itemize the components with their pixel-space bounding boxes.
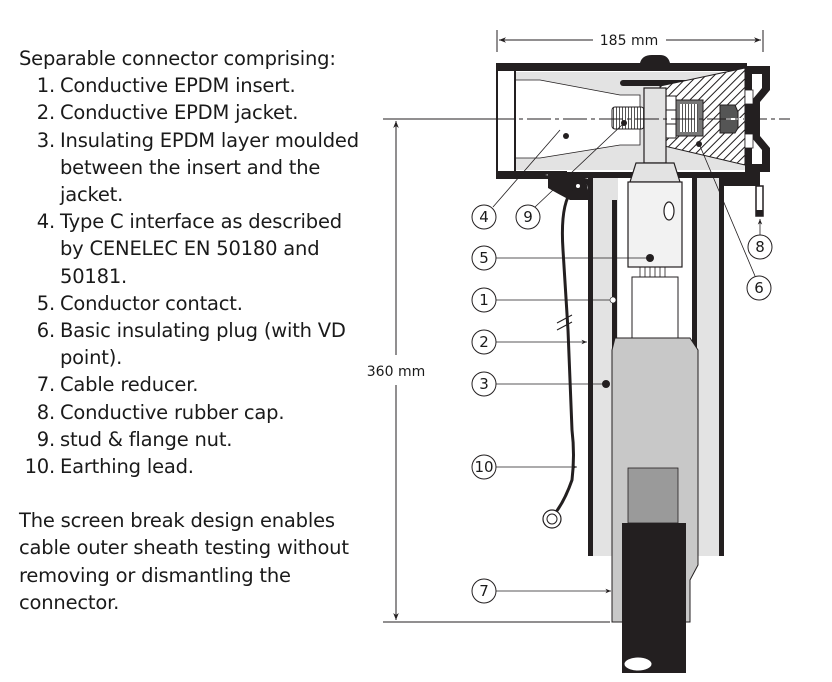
- item-text: Insulating EPDM layer moulded between th…: [60, 128, 359, 207]
- description-panel: Separable connector comprising: 1.Conduc…: [19, 45, 359, 616]
- item-number: 7.: [36, 373, 55, 397]
- callout-5: 5: [471, 245, 650, 271]
- intro-text: Separable connector comprising:: [19, 47, 336, 70]
- callout-4: 4: [471, 129, 569, 230]
- stud: [611, 106, 645, 130]
- list-item: 1.Conductive EPDM insert.: [19, 72, 359, 99]
- callout-6: 6: [696, 141, 772, 301]
- callout-3: 3: [471, 371, 610, 397]
- callout-7: 7: [471, 578, 611, 604]
- list-item: 6.Basic insulating plug (with VD point).: [19, 317, 359, 371]
- item-number: 8.: [36, 400, 55, 424]
- callout-label-8: 8: [755, 238, 765, 256]
- list-item: 3.Insulating EPDM layer moulded between …: [19, 127, 359, 209]
- width-dimension-label: 185 mm: [600, 33, 658, 49]
- earthing-lead: [542, 189, 575, 529]
- item-number: 5.: [36, 291, 55, 315]
- item-text: Conductive EPDM insert.: [60, 74, 296, 98]
- vertical-body: [545, 172, 724, 556]
- callout-9: 9: [515, 123, 624, 230]
- callout-label-2: 2: [479, 333, 489, 351]
- list-item: 2.Conductive EPDM jacket.: [19, 99, 359, 126]
- callout-label-7: 7: [479, 582, 489, 600]
- item-text: stud & flange nut.: [60, 427, 233, 451]
- item-number: 1.: [36, 74, 55, 98]
- width-dimension: 185 mm: [496, 30, 764, 52]
- item-text: Conductive rubber cap.: [60, 400, 285, 424]
- item-number: 2.: [36, 101, 55, 125]
- callout-label-3: 3: [479, 375, 489, 393]
- item-number: 6.: [36, 319, 55, 343]
- item-text: Earthing lead.: [60, 455, 194, 479]
- callout-label-10: 10: [474, 458, 493, 476]
- item-number: 10.: [24, 455, 56, 479]
- callout-10: 10: [471, 454, 577, 480]
- list-item: 9.stud & flange nut.: [19, 426, 359, 453]
- callout-label-6: 6: [754, 279, 764, 297]
- callout-8: 8: [747, 219, 773, 260]
- list-item: 5.Conductor contact.: [19, 290, 359, 317]
- callout-label-4: 4: [479, 208, 489, 226]
- callout-2: 2: [471, 329, 587, 355]
- callout-label-1: 1: [479, 291, 489, 309]
- screen-break-note: The screen break design enables cable ou…: [19, 509, 349, 614]
- component-list: 1.Conductive EPDM insert. 2.Conductive E…: [19, 72, 360, 480]
- item-number: 9.: [36, 427, 55, 451]
- list-item: 4.Type C interface as described by CENEL…: [19, 208, 359, 290]
- item-text: Conductive EPDM jacket.: [60, 101, 299, 125]
- list-item: 7.Cable reducer.: [19, 371, 359, 398]
- callout-label-5: 5: [479, 249, 489, 267]
- list-item: 10.Earthing lead.: [19, 453, 359, 480]
- callout-1: 1: [471, 287, 617, 313]
- item-number: 4.: [36, 210, 55, 234]
- cable: [622, 523, 686, 673]
- height-dimension: 360 mm: [367, 118, 610, 623]
- item-text: Type C interface as described by CENELEC…: [60, 210, 342, 288]
- item-text: Conductor contact.: [60, 291, 243, 315]
- list-item: 8.Conductive rubber cap.: [19, 399, 359, 426]
- callout-label-9: 9: [523, 208, 533, 226]
- height-dimension-label: 360 mm: [367, 364, 425, 380]
- item-number: 3.: [36, 128, 55, 152]
- item-text: Cable reducer.: [60, 373, 199, 397]
- item-text: Basic insulating plug (with VD point).: [60, 319, 346, 370]
